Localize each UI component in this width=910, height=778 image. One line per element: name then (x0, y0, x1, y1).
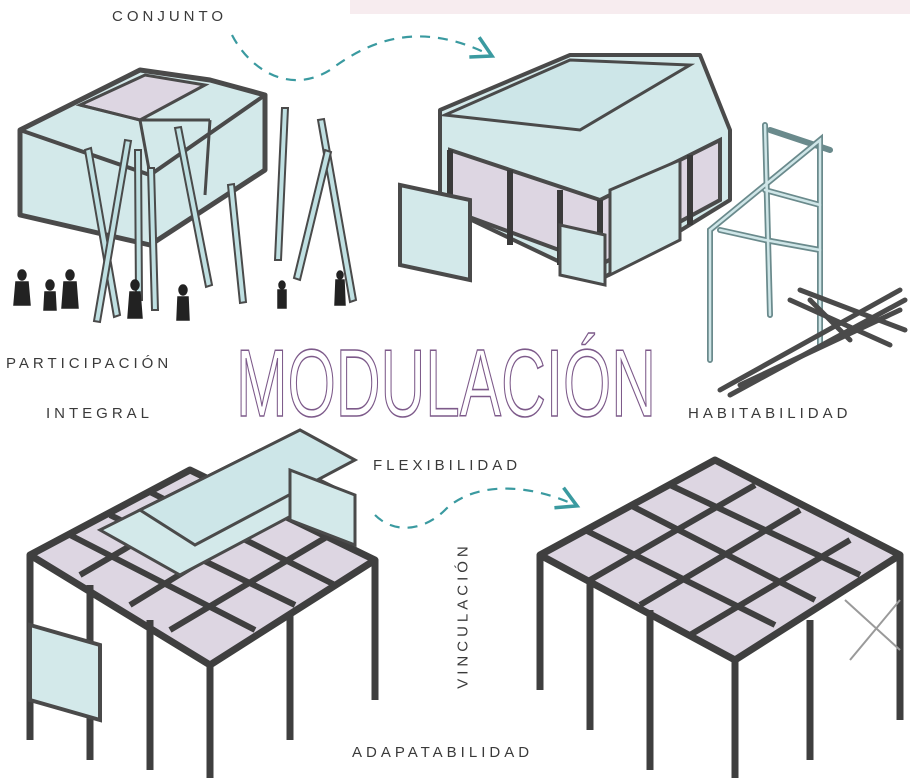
arrow-conjunto (231, 34, 496, 82)
people-silhouettes (13, 269, 346, 321)
frame-structure-inner (708, 123, 822, 362)
grid-frame-right (536, 456, 904, 778)
label-vinculacion: VINCULACIÓN (454, 542, 472, 689)
label-integral: INTEGRAL (46, 405, 154, 422)
label-adaptabilidad: ADAPATABILIDAD (352, 744, 534, 761)
arrow-flexibilidad (374, 486, 581, 529)
svg-text:MODULACIÓN: MODULACIÓN (236, 330, 656, 430)
label-conjunto: CONJUNTO (112, 8, 228, 25)
label-flexibilidad: FLEXIBILIDAD (373, 457, 522, 474)
grid-frame-left (26, 428, 379, 778)
title-modulacion: MODULACIÓN (235, 330, 657, 430)
poles-group (83, 107, 358, 324)
label-habitabilidad: HABITABILIDAD (688, 405, 852, 422)
module-block-left (17, 67, 268, 248)
stick-bundle (717, 287, 908, 398)
module-assembly-top (398, 53, 732, 287)
label-participacion: PARTICIPACIÓN (6, 355, 173, 372)
header-band (350, 0, 910, 14)
